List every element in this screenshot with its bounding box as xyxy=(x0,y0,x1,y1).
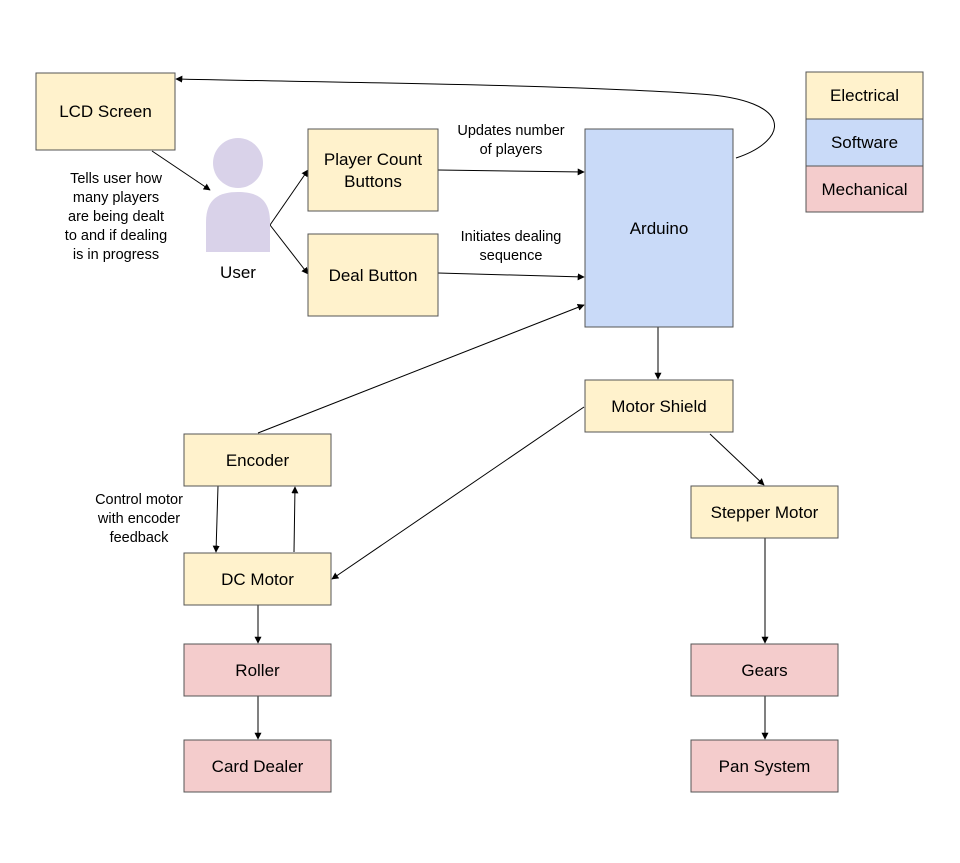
edge-encoder-to-arduino xyxy=(257,304,585,434)
edge-user-to-player-count xyxy=(269,169,309,226)
player-count-label-line2: Buttons xyxy=(344,172,402,191)
edge-lcd-to-user xyxy=(151,150,211,191)
label-encoder-dc-loop: Control motor with encoder feedback xyxy=(95,492,183,546)
legend-software-label: Software xyxy=(831,133,898,152)
legend-mechanical: Mechanical xyxy=(805,165,924,213)
edge-arduino-to-lcd xyxy=(175,75,775,159)
user-icon xyxy=(206,138,270,252)
label-lcd-line4: to and if dealing xyxy=(65,228,167,244)
node-lcd-screen[interactable]: LCD Screen xyxy=(35,72,176,151)
label-initiates-line2: sequence xyxy=(480,248,543,264)
node-stepper-motor[interactable]: Stepper Motor xyxy=(690,485,839,539)
node-pan-system[interactable]: Pan System xyxy=(690,739,839,793)
gears-label: Gears xyxy=(741,661,787,680)
edge-encoder-to-dc-motor xyxy=(212,485,220,553)
stepper-motor-label: Stepper Motor xyxy=(711,503,819,522)
label-lcd-line2: many players xyxy=(73,190,159,206)
label-lcd-to-user: Tells user how many players are being de… xyxy=(65,171,167,263)
node-roller[interactable]: Roller xyxy=(183,643,332,697)
legend: Electrical Software Mechanical xyxy=(805,71,924,213)
node-encoder[interactable]: Encoder xyxy=(183,433,332,487)
deal-button-label: Deal Button xyxy=(329,266,418,285)
edge-motor-shield-to-dc-motor xyxy=(331,406,585,580)
edge-deal-to-arduino xyxy=(437,272,585,281)
label-control-line2: with encoder xyxy=(97,511,180,527)
edge-dc-motor-to-encoder xyxy=(291,486,299,553)
label-player-count-to-arduino: Updates number of players xyxy=(457,123,564,158)
encoder-label: Encoder xyxy=(226,451,290,470)
dc-motor-label: DC Motor xyxy=(221,570,294,589)
node-player-count-buttons[interactable]: Player Count Buttons xyxy=(307,128,439,212)
legend-mechanical-label: Mechanical xyxy=(822,180,908,199)
label-updates-line2: of players xyxy=(480,142,543,158)
label-control-line1: Control motor xyxy=(95,492,183,508)
label-lcd-line5: is in progress xyxy=(73,247,159,263)
edges xyxy=(151,75,775,740)
user-label: User xyxy=(220,263,256,282)
node-card-dealer[interactable]: Card Dealer xyxy=(183,739,332,793)
label-updates-line1: Updates number xyxy=(457,123,564,139)
label-deal-to-arduino: Initiates dealing sequence xyxy=(461,229,562,264)
node-gears[interactable]: Gears xyxy=(690,643,839,697)
label-lcd-line3: are being dealt xyxy=(68,209,164,225)
label-control-line3: feedback xyxy=(110,530,170,546)
legend-electrical-label: Electrical xyxy=(830,86,899,105)
legend-electrical: Electrical xyxy=(805,71,924,120)
lcd-screen-label: LCD Screen xyxy=(59,102,152,121)
node-arduino[interactable]: Arduino xyxy=(584,128,734,328)
arduino-label: Arduino xyxy=(630,219,689,238)
motor-shield-label: Motor Shield xyxy=(611,397,706,416)
node-motor-shield[interactable]: Motor Shield xyxy=(584,379,734,433)
edge-player-count-to-arduino xyxy=(437,168,585,176)
pan-system-label: Pan System xyxy=(719,757,811,776)
label-lcd-line1: Tells user how xyxy=(70,171,162,187)
node-deal-button[interactable]: Deal Button xyxy=(307,233,439,317)
roller-label: Roller xyxy=(235,661,280,680)
legend-software: Software xyxy=(805,118,924,167)
card-dealer-label: Card Dealer xyxy=(212,757,304,776)
player-count-label-line1: Player Count xyxy=(324,150,423,169)
label-initiates-line1: Initiates dealing xyxy=(461,229,562,245)
edge-motor-shield-to-stepper xyxy=(709,433,765,486)
edge-user-to-deal xyxy=(269,224,309,275)
node-dc-motor[interactable]: DC Motor xyxy=(183,552,332,606)
